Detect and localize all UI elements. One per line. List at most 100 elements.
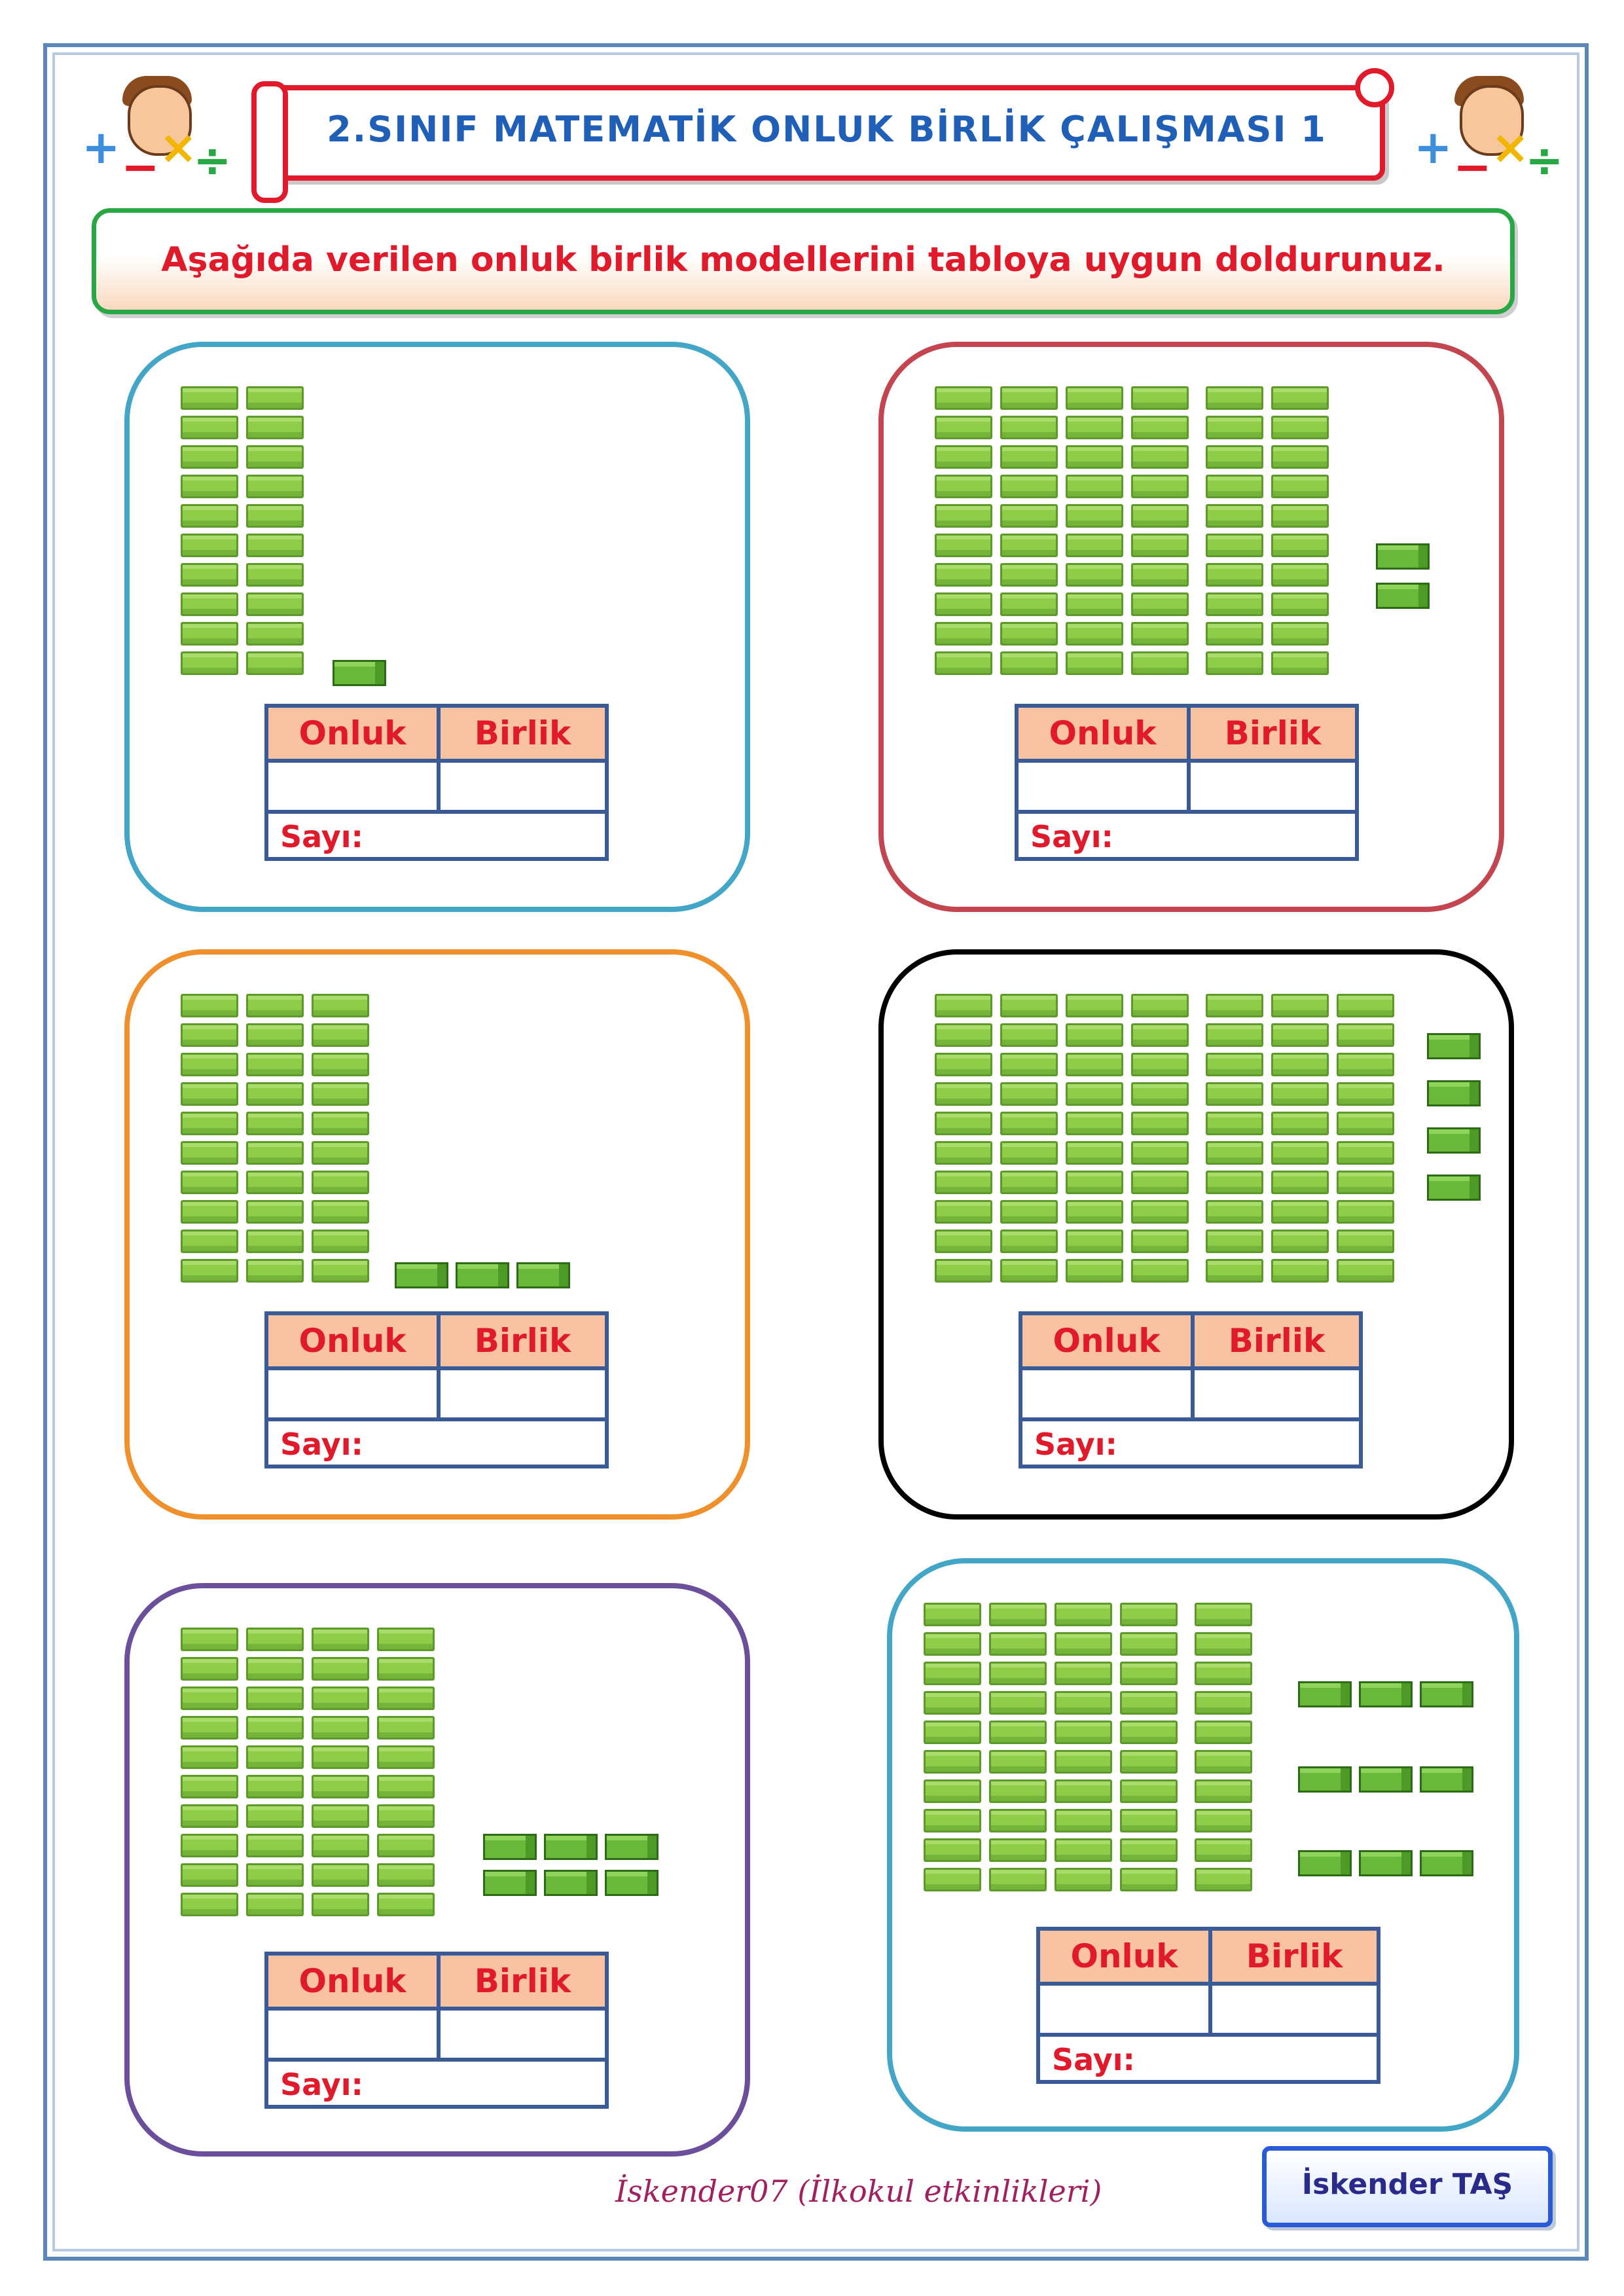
- ones-header: Birlik: [1195, 1315, 1359, 1370]
- ones-header: Birlik: [441, 1315, 605, 1370]
- math-kid-mascot-icon: + − × ÷: [82, 72, 232, 210]
- ten-rod-icon: [377, 1628, 437, 1925]
- ones-answer-cell[interactable]: [1212, 1986, 1377, 2037]
- unit-cube-icon: [1427, 1127, 1481, 1154]
- ten-rod-icon: [1131, 994, 1191, 1292]
- unit-cube-icon: [1298, 1850, 1352, 1876]
- tens-answer-cell[interactable]: [268, 763, 441, 814]
- tens-header: Onluk: [1019, 708, 1191, 763]
- unit-cube-icon: [516, 1262, 570, 1288]
- unit-cube-icon: [483, 1834, 537, 1860]
- ten-rod-icon: [1271, 994, 1331, 1292]
- unit-cube-icon: [605, 1870, 659, 1896]
- ten-rod-icon: [1206, 386, 1266, 684]
- ones-header: Birlik: [1212, 1931, 1377, 1986]
- number-answer-field[interactable]: Sayı:: [1034, 1427, 1117, 1462]
- ten-rod-icon: [246, 1628, 306, 1925]
- ones-header: Birlik: [1191, 708, 1355, 763]
- ten-rod-icon: [181, 994, 241, 1292]
- tens-header: Onluk: [268, 1315, 441, 1370]
- ones-answer-cell[interactable]: [1191, 763, 1355, 814]
- unit-cube-icon: [1298, 1681, 1352, 1707]
- ten-rod-icon: [1000, 386, 1060, 684]
- unit-cube-icon: [1420, 1681, 1473, 1707]
- number-answer-field[interactable]: Sayı:: [280, 1427, 363, 1462]
- page-title: 2.SINIF MATEMATİK ONLUK BİRLİK ÇALIŞMASI…: [327, 109, 1327, 150]
- unit-cube-icon: [395, 1262, 448, 1288]
- ten-rod-icon: [1195, 1603, 1255, 1901]
- ones-header: Birlik: [441, 1956, 605, 2011]
- footer-credit: İskender07 (İlkokul etkinlikleri): [615, 2174, 1102, 2209]
- ones-answer-cell[interactable]: [441, 2011, 605, 2062]
- ones-answer-cell[interactable]: [441, 1370, 605, 1421]
- unit-cube-icon: [1376, 543, 1430, 570]
- ten-rod-icon: [246, 994, 306, 1292]
- unit-cube-icon: [333, 660, 386, 686]
- ten-rod-icon: [1000, 994, 1060, 1292]
- number-answer-field[interactable]: Sayı:: [1030, 819, 1113, 854]
- ten-rod-icon: [1206, 994, 1266, 1292]
- unit-cube-icon: [605, 1834, 659, 1860]
- unit-cube-icon: [1298, 1766, 1352, 1793]
- tens-answer-cell[interactable]: [1022, 1370, 1195, 1421]
- ones-header: Birlik: [441, 708, 605, 763]
- unit-cube-icon: [1376, 583, 1430, 609]
- page-frame: [43, 43, 1589, 2261]
- unit-cube-icon: [1420, 1766, 1473, 1793]
- ones-answer-cell[interactable]: [1195, 1370, 1359, 1421]
- tens-header: Onluk: [268, 708, 441, 763]
- ten-rod-icon: [1131, 386, 1191, 684]
- author-badge: İskender TAŞ: [1262, 2146, 1553, 2227]
- unit-cube-icon: [1359, 1766, 1413, 1793]
- unit-cube-icon: [1427, 1080, 1481, 1106]
- ten-rod-icon: [1055, 1603, 1115, 1901]
- ten-rod-icon: [1271, 386, 1331, 684]
- tens-answer-cell[interactable]: [268, 2011, 441, 2062]
- ten-rod-icon: [1066, 386, 1126, 684]
- ten-rod-icon: [935, 386, 995, 684]
- unit-cube-icon: [456, 1262, 509, 1288]
- tens-answer-cell[interactable]: [1019, 763, 1191, 814]
- unit-cube-icon: [1359, 1681, 1413, 1707]
- author-name: İskender TAŞ: [1301, 2168, 1513, 2201]
- ten-rod-icon: [989, 1603, 1049, 1901]
- ten-rod-icon: [181, 386, 241, 684]
- instruction-text: Aşağıda verilen onluk birlik modellerini…: [161, 240, 1445, 280]
- unit-cube-icon: [1427, 1033, 1481, 1059]
- ten-rod-icon: [181, 1628, 241, 1925]
- math-kid-mascot-icon: + − × ÷: [1414, 72, 1564, 210]
- unit-cube-icon: [1420, 1850, 1473, 1876]
- ten-rod-icon: [924, 1603, 984, 1901]
- ten-rod-icon: [246, 386, 306, 684]
- tens-header: Onluk: [1040, 1931, 1212, 1986]
- unit-cube-icon: [483, 1870, 537, 1896]
- unit-cube-icon: [544, 1870, 598, 1896]
- scroll-curl-right: [1355, 68, 1394, 107]
- tens-answer-cell[interactable]: [1040, 1986, 1212, 2037]
- tens-header: Onluk: [1022, 1315, 1195, 1370]
- title-banner: 2.SINIF MATEMATİK ONLUK BİRLİK ÇALIŞMASI…: [251, 68, 1394, 203]
- unit-cube-icon: [1359, 1850, 1413, 1876]
- ten-rod-icon: [1337, 994, 1397, 1292]
- tens-header: Onluk: [268, 1956, 441, 2011]
- unit-cube-icon: [1427, 1175, 1481, 1201]
- number-answer-field[interactable]: Sayı:: [280, 819, 363, 854]
- ten-rod-icon: [1066, 994, 1126, 1292]
- ones-answer-cell[interactable]: [441, 763, 605, 814]
- tens-answer-cell[interactable]: [268, 1370, 441, 1421]
- ten-rod-icon: [312, 1628, 372, 1925]
- number-answer-field[interactable]: Sayı:: [280, 2067, 363, 2102]
- ten-rod-icon: [935, 994, 995, 1292]
- unit-cube-icon: [544, 1834, 598, 1860]
- number-answer-field[interactable]: Sayı:: [1052, 2042, 1135, 2077]
